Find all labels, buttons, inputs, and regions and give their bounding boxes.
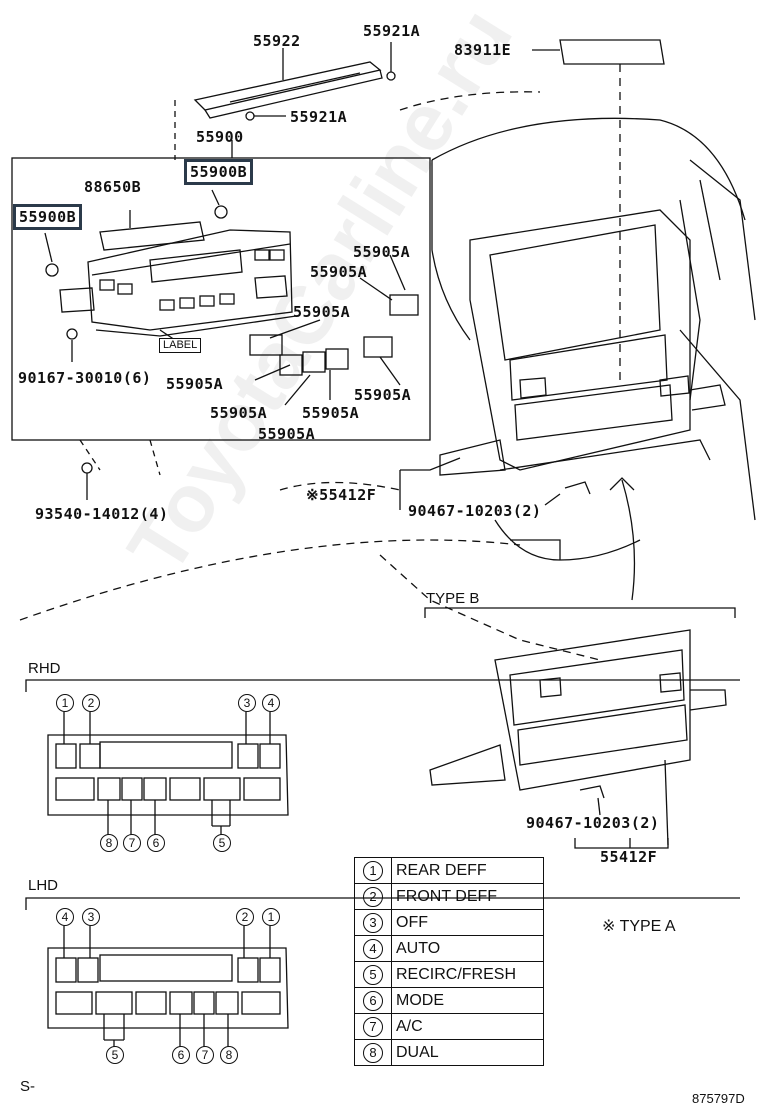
legend-number: 2 (363, 886, 383, 907)
part-90467-type-a-label: 90467-10203(2) (408, 502, 542, 520)
legend-label: RECIRC/FRESH (391, 961, 544, 988)
rhd-callout-7: 7 (123, 834, 141, 852)
legend-label: MODE (391, 987, 544, 1014)
legend-number: 7 (363, 1016, 383, 1037)
rhd-callout-3: 3 (238, 694, 256, 712)
lhd-callout-3: 3 (82, 908, 100, 926)
button-legend-table: 1 REAR DEFF 2 FRONT DEFF 3 OFF 4 AUTO 5 RECIRC/FR… (354, 857, 544, 1066)
type-a-note: ※ TYPE A (602, 918, 676, 935)
legend-row: 3 OFF (354, 909, 544, 936)
legend-number: 6 (363, 990, 383, 1011)
part-55905a-5-label: 55905A (354, 386, 412, 404)
lhd-callout-8: 8 (220, 1046, 238, 1064)
legend-label: OFF (391, 909, 544, 936)
label-tag: LABEL (159, 338, 202, 353)
diagram-id: 875797D (692, 1091, 745, 1106)
part-55900-label: 55900 (196, 128, 244, 146)
part-55921a-top-label: 55921A (363, 22, 421, 40)
part-55905a-6-label: 55905A (210, 404, 268, 422)
legend-row: 8 DUAL (354, 1039, 544, 1066)
lhd-callout-5: 5 (106, 1046, 124, 1064)
part-55905a-4-label: 55905A (166, 375, 224, 393)
part-55905a-8-label: 55905A (258, 425, 316, 443)
rhd-heading: RHD (28, 660, 61, 677)
lhd-callout-4: 4 (56, 908, 74, 926)
legend-label: DUAL (391, 1039, 544, 1066)
part-55900b-left-label: 55900B (13, 204, 83, 230)
legend-number: 3 (363, 912, 383, 933)
legend-row: 2 FRONT DEFF (354, 883, 544, 910)
legend-label: REAR DEFF (391, 857, 544, 884)
part-93540-label: 93540-14012(4) (35, 505, 169, 523)
part-55921a-mid-label: 55921A (290, 108, 348, 126)
part-55922-label: 55922 (253, 32, 301, 50)
lhd-callout-2: 2 (236, 908, 254, 926)
legend-row: 7 A/C (354, 1013, 544, 1040)
rhd-callout-4: 4 (262, 694, 280, 712)
rhd-callout-5: 5 (213, 834, 231, 852)
legend-row: 1 REAR DEFF (354, 857, 544, 884)
part-90467-type-b-label: 90467-10203(2) (526, 814, 660, 832)
part-90167-label: 90167-30010(6) (18, 369, 152, 387)
legend-number: 4 (363, 938, 383, 959)
part-55905a-2-label: 55905A (310, 263, 368, 281)
part-55412f-type-a-label: ※55412F (306, 486, 377, 504)
legend-label: A/C (391, 1013, 544, 1040)
part-55900b-right-label: 55900B (184, 159, 254, 185)
lhd-callout-1: 1 (262, 908, 280, 926)
rhd-callout-2: 2 (82, 694, 100, 712)
part-55905a-1-label: 55905A (353, 243, 411, 261)
legend-label: AUTO (391, 935, 544, 962)
lhd-heading: LHD (28, 877, 59, 894)
rhd-callout-6: 6 (147, 834, 165, 852)
part-83911e-label: 83911E (454, 41, 512, 59)
legend-number: 1 (363, 860, 383, 881)
lhd-callout-7: 7 (196, 1046, 214, 1064)
rhd-callout-8: 8 (100, 834, 118, 852)
part-55412f-type-b-label: 55412F (600, 848, 658, 866)
lhd-callout-6: 6 (172, 1046, 190, 1064)
legend-row: 4 AUTO (354, 935, 544, 962)
legend-number: 8 (363, 1042, 383, 1063)
type-b-heading: TYPE B (426, 590, 480, 607)
legend-number: 5 (363, 964, 383, 985)
part-55905a-7-label: 55905A (302, 404, 360, 422)
legend-row: 5 RECIRC/FRESH (354, 961, 544, 988)
legend-row: 6 MODE (354, 987, 544, 1014)
footer-left-code: S- (20, 1078, 35, 1095)
legend-label: FRONT DEFF (391, 883, 544, 910)
part-88650b-label: 88650B (84, 178, 142, 196)
rhd-callout-1: 1 (56, 694, 74, 712)
part-55905a-3-label: 55905A (293, 303, 351, 321)
